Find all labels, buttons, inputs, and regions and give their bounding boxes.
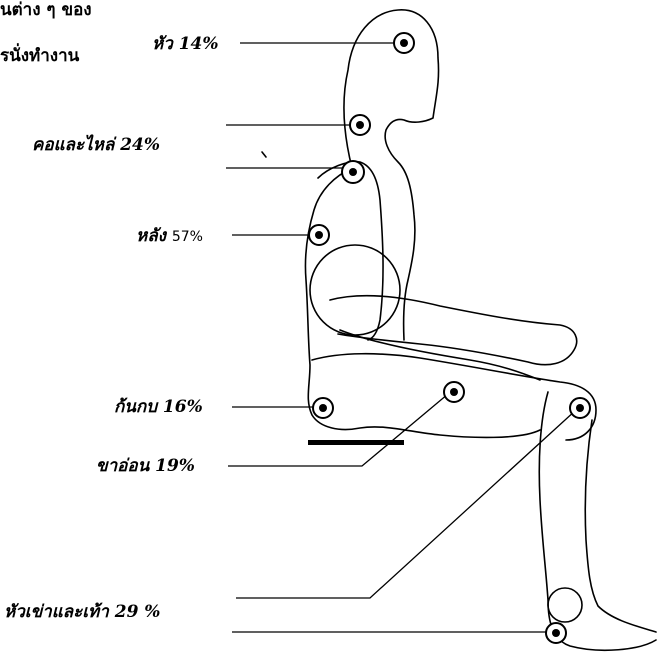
label-thigh-percent: 19% xyxy=(155,456,195,476)
pressure-point-head xyxy=(394,33,414,53)
label-knee-foot: หัวเข่าและเท้า 29 % xyxy=(4,598,160,625)
label-buttocks-name: ก้นกบ xyxy=(114,397,157,417)
pressure-point-shoulder xyxy=(342,161,364,183)
arm-inner-outline xyxy=(340,330,540,380)
pressure-point-buttocks xyxy=(313,398,333,418)
leader-line-thigh xyxy=(228,394,448,466)
leader-line-knee xyxy=(236,410,576,598)
label-knee-foot-percent: 29 % xyxy=(115,602,161,622)
label-back: หลัง 57% xyxy=(136,222,203,249)
pressure-point-knee xyxy=(570,398,590,418)
ankle-circle xyxy=(548,588,582,622)
label-neck-shoulder-percent: 24% xyxy=(120,135,160,155)
lower-leg-outline xyxy=(539,392,656,650)
label-head-percent: 14% xyxy=(179,34,219,54)
hip-circle xyxy=(310,245,400,335)
label-back-percent: 57% xyxy=(172,229,203,245)
pressure-point-thigh xyxy=(444,382,464,402)
label-buttocks-percent: 16% xyxy=(163,397,203,417)
label-thigh-name: ขาอ่อน xyxy=(96,456,149,476)
lower-leg-back-outline xyxy=(585,420,656,632)
label-head-name: หัว xyxy=(152,34,173,54)
pressure-point-neck xyxy=(350,115,370,135)
label-head: หัว 14% xyxy=(152,30,219,57)
label-knee-foot-name: หัวเข่าและเท้า xyxy=(4,602,109,622)
torso-inner-outline xyxy=(318,162,383,340)
stray-mark xyxy=(262,152,266,157)
label-back-name: หลัง xyxy=(136,226,166,246)
label-neck-shoulder-name: คอและไหล่ xyxy=(32,135,114,155)
label-neck-shoulder: คอและไหล่ 24% xyxy=(32,131,160,158)
pressure-point-back xyxy=(309,225,329,245)
pressure-point-foot xyxy=(546,623,566,643)
label-thigh: ขาอ่อน 19% xyxy=(96,452,195,479)
label-buttocks: ก้นกบ 16% xyxy=(114,393,203,420)
